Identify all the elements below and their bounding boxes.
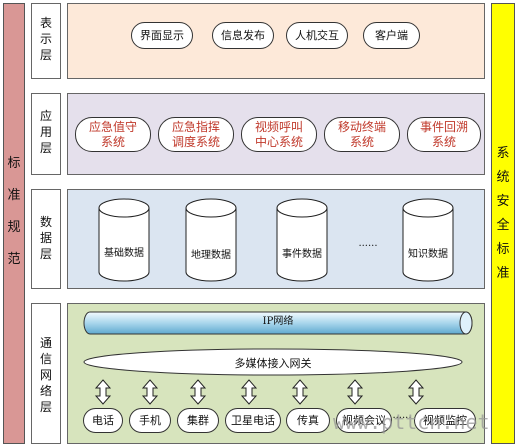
bidirectional-arrow-icon: [189, 379, 207, 405]
standards-spec-char: 准: [7, 188, 21, 203]
application-system-line: 系统: [431, 134, 456, 149]
layer-label-communication: 通 信 网 络 层: [31, 303, 61, 444]
application-system-line: 系统: [349, 134, 374, 149]
database-cylinder-icon: [185, 198, 237, 282]
bidirectional-arrow-icon: [240, 379, 258, 405]
application-system: 应急值守系统: [75, 117, 151, 152]
layer-label-char: 信: [39, 352, 52, 366]
data-stores-svg: [98, 198, 454, 282]
presentation-item: 客户端: [363, 22, 420, 49]
data-store-label: 事件数据: [282, 249, 322, 260]
security-standards-char: 系: [496, 146, 510, 161]
data-ellipsis: ......: [358, 238, 378, 249]
application-system-line: 移动终端: [337, 119, 386, 134]
comm-device: 集群: [177, 408, 219, 433]
data-layer-panel: 基础数据 地理数据 事件数据 ...... 知识数据: [67, 189, 485, 289]
security-standards-char: 安: [496, 194, 510, 209]
application-system: 事件回溯系统: [407, 117, 481, 152]
layer-label-char: 数: [39, 215, 52, 229]
application-system-line: 中心系统: [254, 134, 303, 149]
bidirectional-arrow-icon: [291, 379, 309, 405]
ip-network-label: IP网络: [262, 316, 294, 327]
database-cylinder-icon: [276, 198, 328, 282]
application-system-line: 调度系统: [171, 134, 220, 149]
comm-device: 视频会议: [336, 408, 392, 433]
application-system: 应急指挥调度系统: [158, 117, 234, 152]
comm-device: 视频监控: [414, 408, 476, 433]
layer-label-char: 络: [39, 384, 52, 398]
communication-shapes-svg: [83, 311, 473, 405]
layer-label-char: 层: [39, 48, 52, 62]
layer-label-application: 应 用 层: [31, 93, 61, 175]
bidirectional-arrows: [94, 379, 425, 405]
layer-label-char: 层: [39, 141, 52, 155]
database-cylinder-icon: [98, 198, 150, 282]
application-system-line: 应急值守: [88, 119, 137, 134]
bidirectional-arrow-icon: [407, 379, 425, 405]
comm-device: 卫星电话: [225, 408, 281, 433]
application-system-line: 视频呼叫: [254, 119, 303, 134]
watermark: www.pttcn.net: [333, 410, 490, 434]
security-standards-char: 准: [496, 266, 510, 281]
comm-ellipsis: ......: [392, 410, 412, 421]
comm-device: 电话: [83, 408, 123, 433]
security-standards-bar: 系 统 安 全 标 准: [491, 3, 515, 444]
layer-label-char: 通: [39, 336, 52, 350]
comm-device: 手机: [129, 408, 171, 433]
application-system-line: 应急指挥: [171, 119, 220, 134]
bidirectional-arrow-icon: [94, 379, 112, 405]
layer-label-char: 层: [39, 247, 52, 261]
security-standards-char: 统: [496, 170, 510, 185]
standards-spec-char: 规: [7, 220, 21, 235]
standards-spec-char: 标: [7, 156, 21, 171]
layer-label-char: 用: [39, 125, 52, 139]
database-cylinder-icon: [402, 198, 454, 282]
application-system-line: 事件回溯: [419, 119, 468, 134]
bidirectional-arrow-icon: [346, 379, 364, 405]
layer-label-char: 层: [39, 400, 52, 414]
communication-layer-panel: IP网络 多媒体接入网关 电话 手机 集群 卫星电话 传真 视频会议 .....…: [67, 303, 485, 444]
presentation-item: 界面显示: [131, 22, 193, 49]
data-store-label: 基础数据: [104, 248, 144, 259]
application-system: 移动终端系统: [324, 117, 400, 152]
layer-label-char: 表: [39, 16, 52, 30]
presentation-item: 信息发布: [212, 22, 274, 49]
presentation-item: 人机交互: [286, 22, 348, 49]
security-standards-char: 标: [496, 242, 510, 257]
layer-label-char: 应: [39, 109, 52, 123]
application-layer-panel: 应急值守系统 应急指挥调度系统 视频呼叫中心系统 移动终端系统 事件回溯系统: [67, 93, 485, 175]
presentation-layer-panel: 界面显示 信息发布 人机交互 客户端: [67, 3, 485, 79]
data-store-label: 知识数据: [408, 249, 448, 260]
layer-label-char: 示: [39, 32, 52, 46]
layer-label-data: 数 据 层: [31, 189, 61, 289]
layer-label-presentation: 表 示 层: [31, 3, 61, 79]
multimedia-gateway-ellipse: [83, 348, 463, 376]
gateway-label: 多媒体接入网关: [234, 357, 312, 370]
security-standards-char: 全: [496, 218, 510, 233]
application-system: 视频呼叫中心系统: [241, 117, 317, 152]
layer-label-char: 据: [39, 231, 52, 245]
data-store-label: 地理数据: [191, 250, 231, 261]
standards-spec-bar: 标 准 规 范: [3, 3, 25, 444]
ip-network-pipe-icon: [83, 311, 473, 335]
layer-label-char: 网: [39, 368, 52, 382]
bidirectional-arrow-icon: [141, 379, 159, 405]
standards-spec-char: 范: [7, 252, 21, 267]
application-system-line: 系统: [100, 134, 125, 149]
comm-device: 传真: [286, 408, 330, 433]
